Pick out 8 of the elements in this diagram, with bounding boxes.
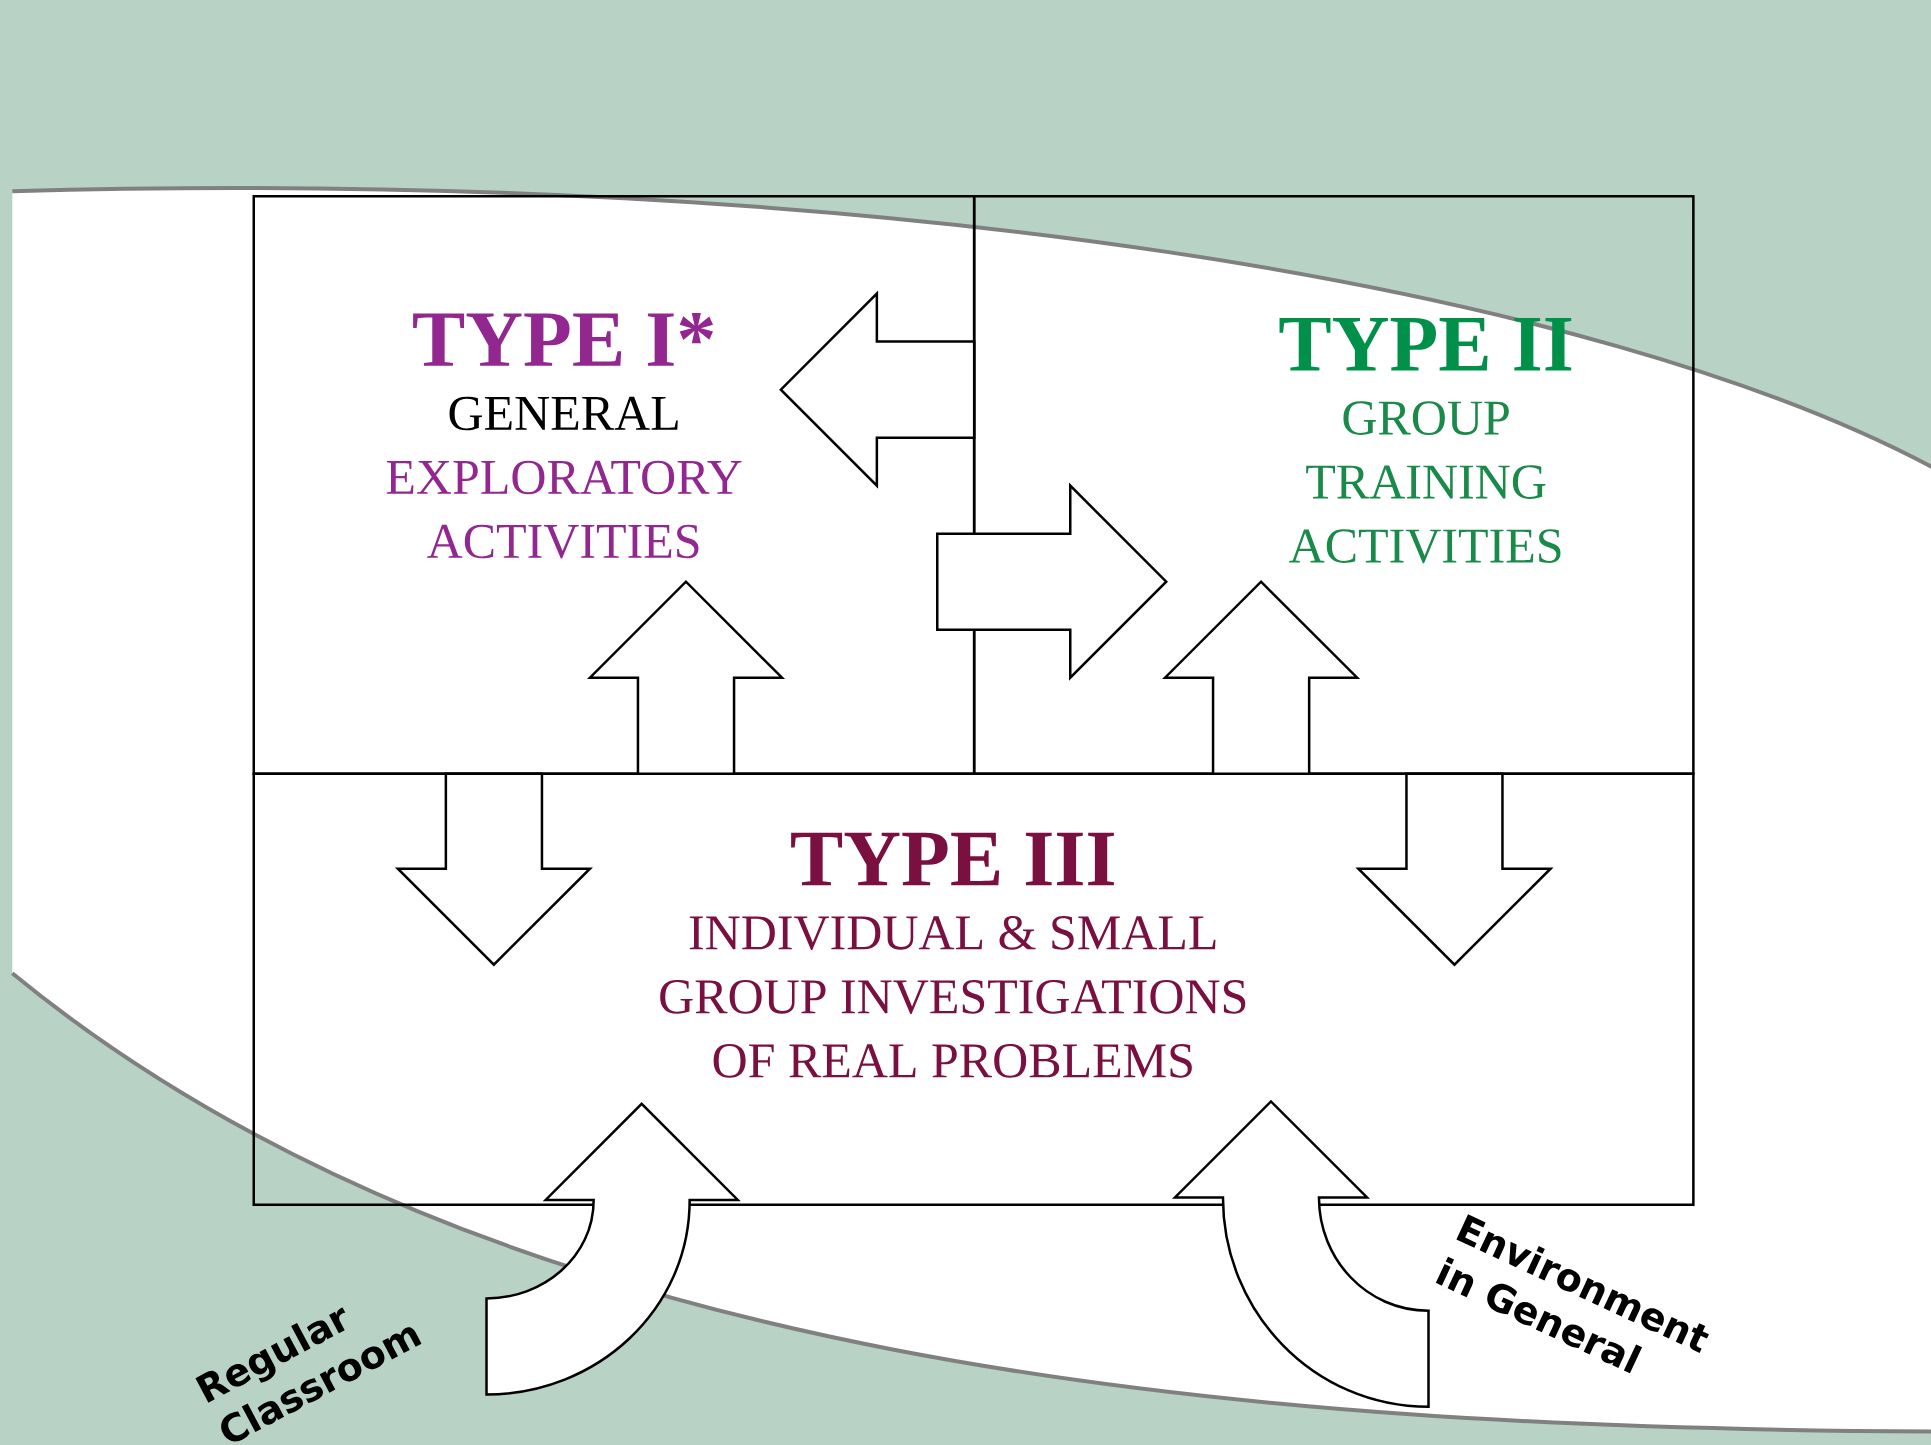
block-arrow: [936, 482, 1169, 681]
block-arrow: [1173, 1100, 1430, 1409]
block-arrow: [485, 1102, 739, 1396]
block-arrow: [779, 290, 976, 489]
block-arrow: [586, 579, 786, 776]
block-arrow: [1162, 579, 1361, 776]
block-arrow: [1355, 772, 1554, 967]
block-arrow: [394, 772, 593, 967]
